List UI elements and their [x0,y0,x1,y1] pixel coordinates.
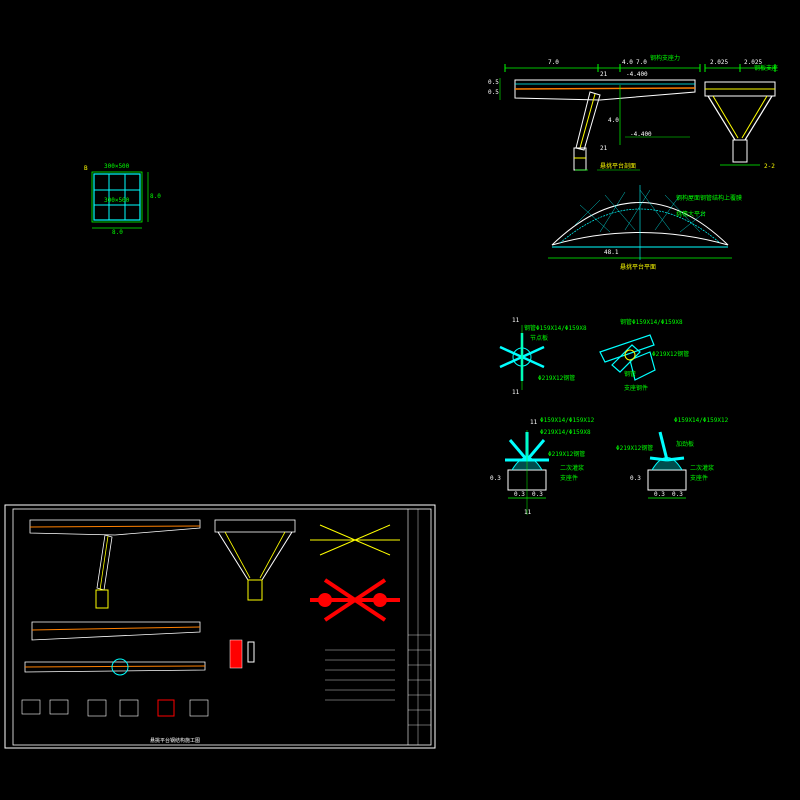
arch-span: 48.1 [604,249,619,256]
elevation-2 [704,64,776,166]
elev1-level-bottom: -4.400 [630,131,652,138]
elev1-dim-3: 7.0 [636,59,647,66]
node-detail-2 [599,334,656,381]
node3-dim-2: 0.3 [532,491,543,498]
node3-note-d: 二次灌浆 [560,465,585,472]
node4-note-d: 二次灌浆 [690,465,715,472]
arch-plan [548,185,732,260]
node2-note-c: 钢管 [624,371,637,378]
node1-mark-bottom: 11 [512,389,520,396]
node3-dim-1: 0.3 [514,491,525,498]
node4-note-e: 支座件 [690,475,709,482]
elev1-left-dim-2: 0.5 [488,89,499,96]
node4-dim-2: 0.3 [672,491,683,498]
node-detail-1 [499,325,545,390]
node3-note-e: 支座件 [560,475,579,482]
node1-note-c: Φ219X12钢管 [538,375,576,382]
node2-note-d: 支座钢件 [624,385,649,392]
node4-note-b: 加劲板 [676,441,695,448]
elevation-1 [499,64,701,171]
elev1-dim-2: 4.0 [622,59,633,66]
small-plan [91,171,149,229]
node1-note-a: 钢管Φ159X14/Φ159X8 [524,325,587,332]
elev2-dim-1: 2.025 [710,59,729,66]
node3-mark: 11 [530,419,538,426]
node3-dim-left: 0.3 [490,475,501,482]
node1-note-b: 节点板 [530,335,549,342]
elev1-left-dim-1: 0.5 [488,79,499,86]
arch-note-sub: 挑檐大平台 [676,211,707,218]
elev1-dim-mid: 4.0 [608,117,619,124]
drawing-sheet [4,504,436,749]
node3-mark-bottom: 11 [524,509,532,516]
node3-note-a: Φ159X14/Φ159X12 [540,417,595,424]
elev2-note: 钢板支座 [754,65,779,72]
arch-note-top: 钢构屋面钢管结构上覆膜 [676,195,743,202]
node-detail-3 [505,430,549,515]
node4-dim-left: 0.3 [630,475,641,482]
elev1-caption: 悬挑平台剖面 [600,163,637,170]
elev1-note-right: 钢构支座力 [650,55,681,62]
elev1-dim-1: 7.0 [548,59,559,66]
node3-note-b: Φ219X14/Φ159X8 [540,429,591,436]
node1-mark: 11 [512,317,520,324]
small-plan-top-text: 300×500 [104,163,130,170]
elev2-dim-2: 2.025 [744,59,763,66]
node4-note-c: Φ219X12钢管 [616,445,654,452]
node2-note-b: Φ219X12钢管 [652,351,690,358]
node4-dim-1: 0.3 [654,491,665,498]
elev1-section-mark-bottom: 21 [600,145,608,152]
elev2-caption: 2-2 [764,163,775,170]
elev1-level-top: -4.400 [626,71,648,78]
small-plan-center-text: 300×500 [104,197,130,204]
small-plan-dim-bottom: 8.0 [112,229,123,236]
node3-note-c: Φ219X12钢管 [548,451,586,458]
node-detail-4 [647,431,687,499]
node4-note-a: Φ159X14/Φ159X12 [674,417,729,424]
sheet-title-caption: 悬挑平台钢结构施工图 [150,738,201,744]
small-plan-dim-right: 8.0 [150,193,161,200]
small-plan-letter: B [84,165,88,172]
node2-note-a: 钢管Φ159X14/Φ159X8 [620,319,683,326]
elev1-section-mark-top: 21 [600,71,608,78]
arch-caption: 悬挑平台平面 [620,264,657,271]
